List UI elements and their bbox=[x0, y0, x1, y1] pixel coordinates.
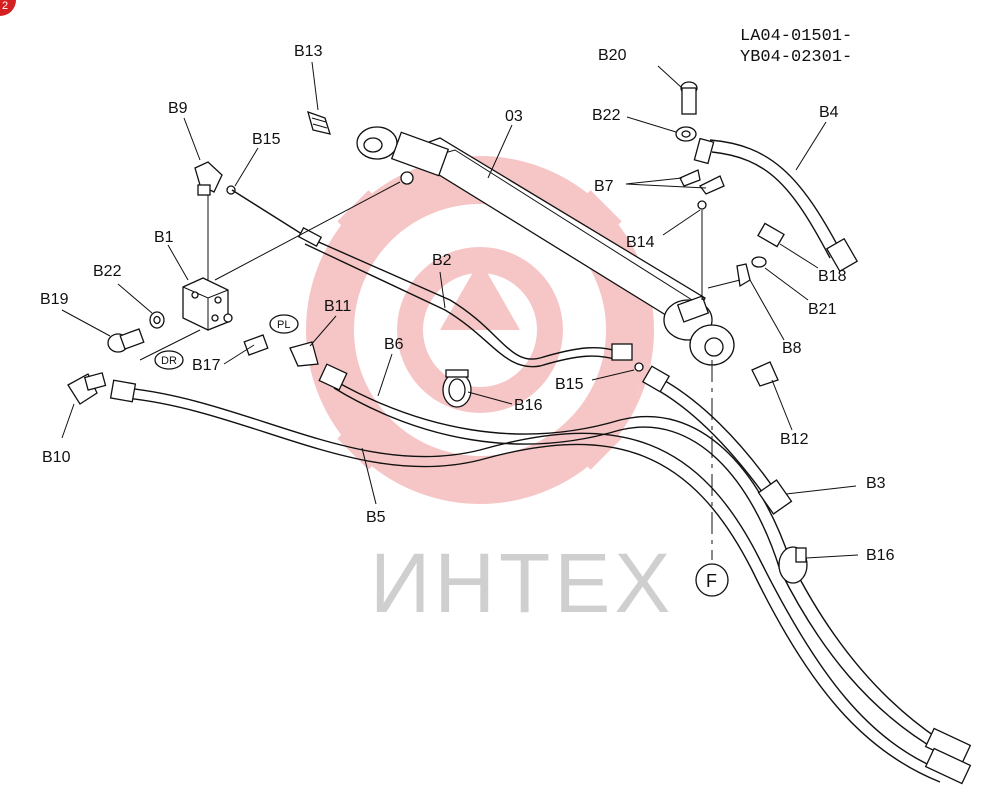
callout-b18: B18 bbox=[818, 268, 847, 285]
fitting-b12 bbox=[751, 361, 779, 387]
fitting-b11 bbox=[289, 341, 319, 367]
callout-b19: B19 bbox=[40, 291, 69, 308]
callout-b3: B3 bbox=[866, 475, 886, 492]
callout-b12: B12 bbox=[780, 431, 809, 448]
callout-b22-left: B22 bbox=[93, 263, 122, 280]
hose-b4 bbox=[709, 139, 859, 273]
hose-b3 bbox=[641, 365, 793, 515]
callout-b16-mid: B16 bbox=[514, 397, 543, 414]
port-mark-dr: DR bbox=[154, 350, 184, 370]
elbow-fitting-b9 bbox=[194, 161, 223, 196]
callout-b6: B6 bbox=[384, 336, 404, 353]
bolt-b18 bbox=[757, 222, 785, 248]
callout-b1: B1 bbox=[154, 229, 174, 246]
callout-b11: B11 bbox=[324, 298, 351, 315]
callout-b17: B17 bbox=[192, 357, 221, 374]
callout-b20: B20 bbox=[598, 47, 627, 64]
callout-b8: B8 bbox=[782, 340, 802, 357]
bolt-b20 bbox=[680, 81, 698, 115]
port-mark-pl-label: PL bbox=[277, 319, 290, 331]
callout-b9: B9 bbox=[168, 100, 188, 117]
callout-b10: B10 bbox=[42, 449, 71, 466]
callout-b15-mid: B15 bbox=[555, 376, 584, 393]
hose-clamp-b16-right bbox=[778, 546, 808, 584]
callout-03: 03 bbox=[505, 108, 523, 125]
callout-b16-right: B16 bbox=[866, 547, 895, 564]
washer-b22-left bbox=[149, 311, 165, 329]
callout-b4: B4 bbox=[819, 104, 839, 121]
callout-b2: B2 bbox=[432, 252, 452, 269]
corner-badge-label: 2 bbox=[2, 0, 8, 12]
hydraulic-cylinder bbox=[356, 126, 735, 366]
washer-b22-right bbox=[675, 126, 697, 142]
callout-b5: B5 bbox=[366, 509, 386, 526]
pipe-bracket-b8 bbox=[736, 263, 751, 288]
plug-b17 bbox=[243, 334, 269, 356]
corner-badge bbox=[0, 0, 16, 16]
elbow-fitting-b10 bbox=[67, 372, 107, 405]
pipe-b2 bbox=[231, 189, 633, 368]
watermark-text: ИНТЕХ bbox=[370, 536, 674, 630]
callout-b21: B21 bbox=[808, 301, 837, 318]
callout-b13: B13 bbox=[294, 43, 323, 60]
bracket-b7 bbox=[679, 137, 725, 195]
valve-block bbox=[182, 277, 233, 331]
callout-b22-right: B22 bbox=[592, 107, 621, 124]
port-mark-dr-label: DR bbox=[161, 355, 177, 367]
washer-b21 bbox=[751, 256, 767, 268]
callout-b15-top: B15 bbox=[252, 131, 281, 148]
o-ring-b15-mid bbox=[634, 362, 644, 372]
callout-b7: B7 bbox=[594, 178, 614, 195]
view-marker-f bbox=[695, 563, 729, 597]
port-mark-pl: PL bbox=[269, 314, 299, 334]
o-ring-b14 bbox=[697, 200, 707, 210]
serial-range-2: YB04-02301- bbox=[740, 48, 852, 67]
hose-clamp-b16-mid bbox=[442, 369, 472, 408]
hose-b6 bbox=[318, 363, 972, 765]
hose-b5 bbox=[109, 379, 972, 785]
bolt-b19 bbox=[107, 328, 145, 353]
o-ring-b15-top bbox=[226, 185, 236, 195]
leader-lines bbox=[61, 61, 859, 572]
serial-range-1: LA04-01501- bbox=[740, 27, 852, 46]
view-marker-f-label: F bbox=[706, 571, 717, 591]
callout-b14: B14 bbox=[626, 234, 655, 251]
fitting-b13 bbox=[307, 110, 331, 135]
